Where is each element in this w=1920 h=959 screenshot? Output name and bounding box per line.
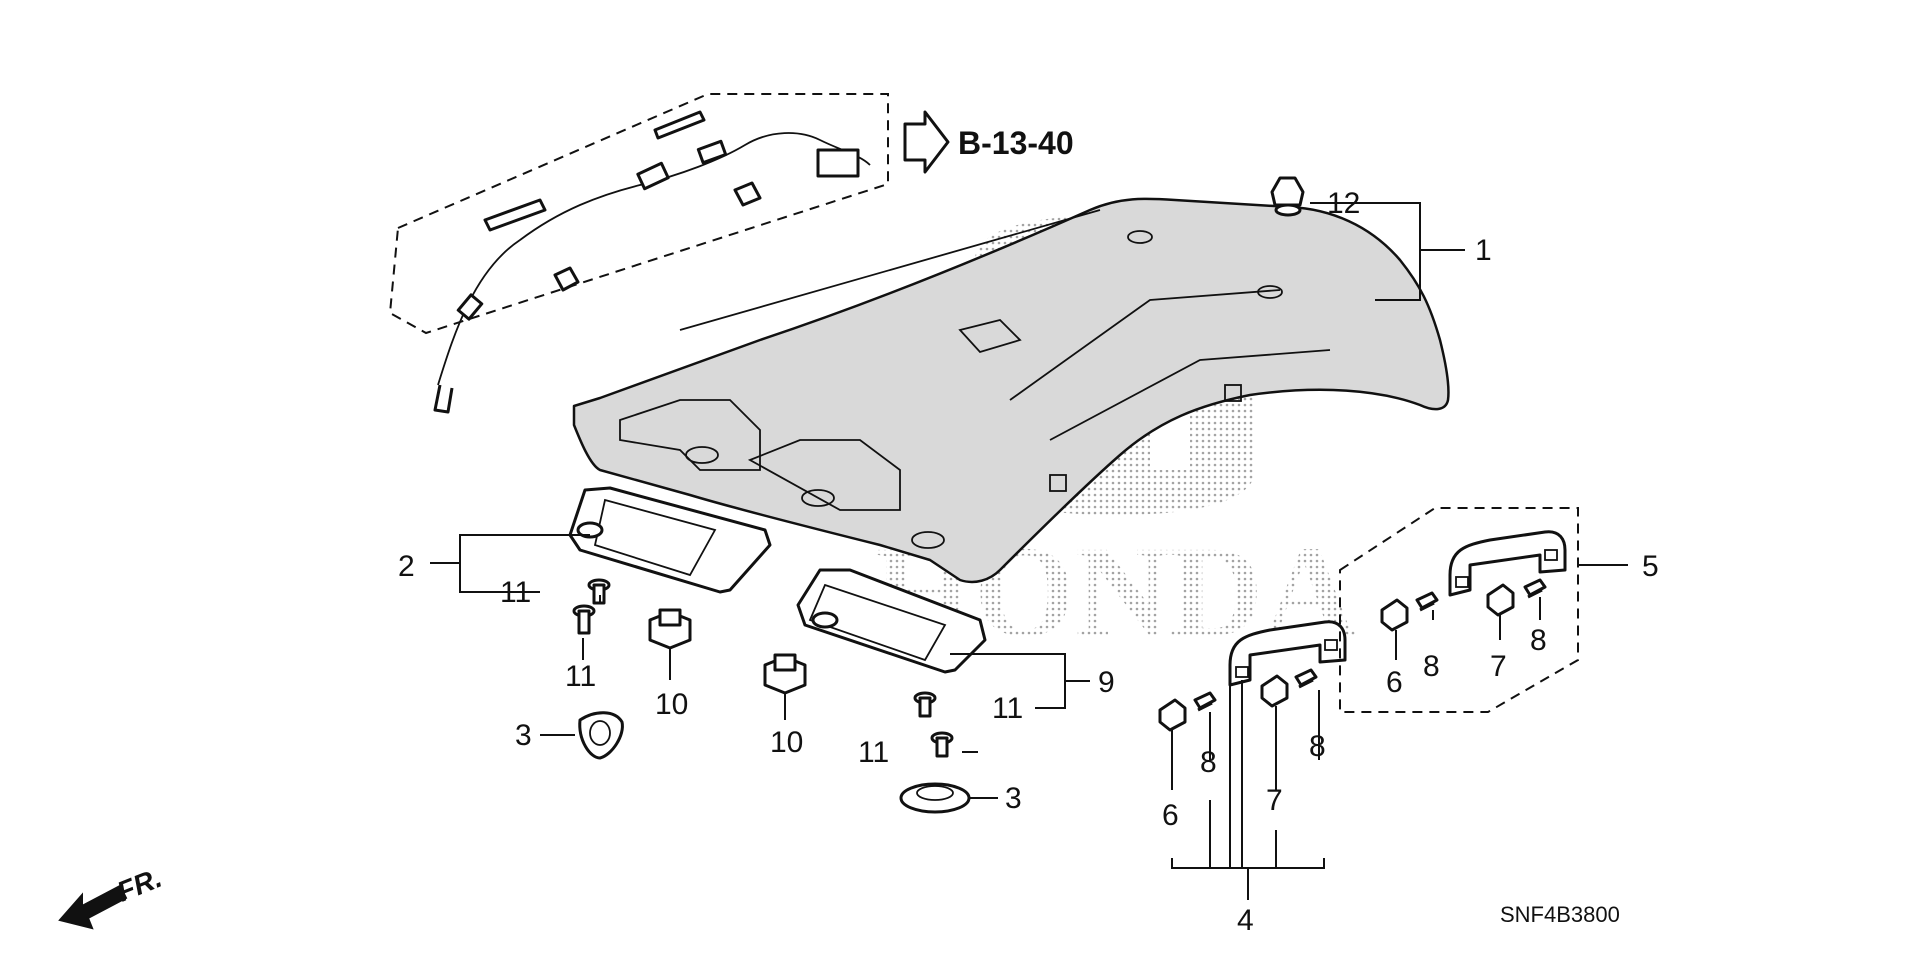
bolt-icon-2 — [733, 181, 762, 207]
cap-6b — [1380, 598, 1409, 632]
harness-group-box — [388, 93, 889, 414]
callout-7b[interactable]: 7 — [1490, 650, 1507, 683]
callout-8c[interactable]: 8 — [1423, 650, 1440, 683]
callout-11a[interactable]: 11 — [500, 576, 531, 609]
sunvisor-right — [796, 568, 987, 674]
leader-lines — [430, 202, 1628, 900]
callout-6b[interactable]: 6 — [1386, 666, 1403, 699]
drawing-code: SNF4B3800 — [1500, 902, 1620, 927]
callout-10a[interactable]: 10 — [655, 688, 688, 721]
callout-3a[interactable]: 3 — [515, 719, 532, 752]
grab-handle-5 — [1448, 530, 1567, 597]
roof-lining-part — [572, 197, 1450, 584]
callout-6a[interactable]: 6 — [1162, 799, 1179, 832]
callout-7a[interactable]: 7 — [1266, 784, 1283, 817]
callout-8d[interactable]: 8 — [1530, 624, 1547, 657]
screw-11c — [913, 691, 937, 718]
cap-7b — [1486, 583, 1515, 617]
cap-3a — [578, 711, 624, 760]
group-5-box — [1339, 507, 1579, 713]
front-marker-text: FR. — [113, 862, 166, 908]
cap-7a — [1260, 674, 1289, 708]
cap-3b — [899, 782, 971, 814]
callout-11d[interactable]: 11 — [858, 736, 889, 769]
clip-8b — [1294, 668, 1318, 689]
callout-8b[interactable]: 8 — [1309, 730, 1326, 763]
reference-arrow[interactable]: B-13-40 — [903, 110, 1074, 174]
clip-12 — [1270, 176, 1305, 217]
callout-8a[interactable]: 8 — [1200, 746, 1217, 779]
callout-labels: 1 2 3 3 4 5 6 6 7 7 8 8 8 8 9 10 10 11 1… — [398, 187, 1659, 937]
callout-10b[interactable]: 10 — [770, 726, 803, 759]
callout-12[interactable]: 12 — [1327, 187, 1360, 220]
holder-10b — [763, 653, 807, 695]
callout-3b[interactable]: 3 — [1005, 782, 1022, 815]
clip-8d — [1523, 578, 1547, 599]
callout-5[interactable]: 5 — [1642, 550, 1659, 583]
screw-11d — [930, 731, 954, 758]
clip-8c — [1415, 591, 1439, 612]
holder-10a — [648, 608, 692, 650]
callout-4[interactable]: 4 — [1237, 904, 1254, 937]
grab-handle-4 — [1228, 620, 1347, 687]
callout-9[interactable]: 9 — [1098, 666, 1115, 699]
callout-11b[interactable]: 11 — [565, 660, 596, 693]
cap-6a — [1158, 698, 1187, 732]
screw-11b — [572, 604, 596, 635]
callout-1[interactable]: 1 — [1475, 234, 1492, 267]
front-direction-arrow: FR. — [58, 862, 166, 930]
reference-link-text[interactable]: B-13-40 — [958, 125, 1074, 161]
callout-11c[interactable]: 11 — [992, 692, 1023, 725]
callout-2[interactable]: 2 — [398, 550, 415, 583]
clip-8a — [1193, 691, 1217, 712]
bolt-icon — [553, 266, 580, 292]
sunvisor-left — [568, 486, 772, 594]
